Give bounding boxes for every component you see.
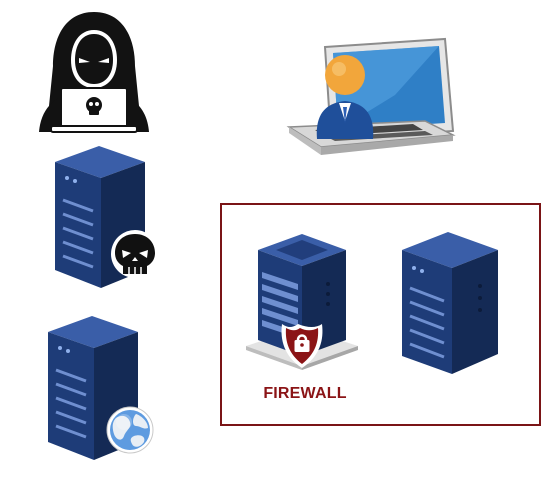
- firewall-label: FIREWALL: [263, 385, 347, 402]
- firewall-server-icon: [242, 228, 360, 380]
- skull-icon: [111, 230, 159, 278]
- hacker-icon: [35, 8, 153, 136]
- globe-icon: [106, 406, 154, 454]
- web-server-icon: [40, 310, 158, 465]
- malicious-server-icon: [45, 140, 163, 290]
- network-boundary-box: [220, 203, 541, 426]
- user-laptop-icon: [285, 35, 456, 163]
- shield-lock-icon: [281, 324, 323, 368]
- internal-server-icon: [398, 226, 502, 378]
